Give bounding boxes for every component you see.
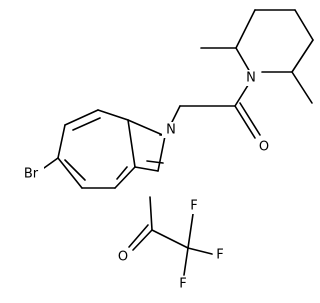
- bond-line: [128, 224, 149, 248]
- bond-line: [64, 109, 99, 126]
- bond-line: [43, 157, 59, 169]
- atom-label-bromine: Br: [24, 167, 39, 182]
- atom-label-amide-o: O: [259, 140, 269, 155]
- atom-label-piperidine-n: N: [246, 71, 256, 86]
- bond-line: [291, 71, 313, 104]
- bond-line: [157, 135, 166, 172]
- label-background: [162, 122, 180, 138]
- bond-line: [235, 9, 256, 49]
- bond-line: [187, 213, 194, 249]
- bond-line: [132, 229, 153, 251]
- bond-line: [234, 105, 256, 139]
- bond-line: [187, 247, 213, 255]
- bond-line: [151, 229, 189, 249]
- atom-label-indole-n: N: [166, 123, 176, 138]
- bond-lines: [43, 9, 314, 276]
- bond-line: [97, 109, 129, 121]
- bond-line: [64, 159, 86, 181]
- atom-labels: N O N Br O F F F: [18, 70, 272, 292]
- bond-line: [116, 166, 128, 180]
- bond-line: [72, 117, 101, 131]
- bond-line: [114, 166, 136, 189]
- bond-line: [134, 166, 159, 172]
- bond-line: [127, 119, 136, 168]
- atom-label-ketone-o: O: [118, 250, 128, 265]
- bond-line: [57, 124, 66, 159]
- label-background: [256, 139, 272, 155]
- label-background: [115, 249, 131, 265]
- bond-line: [146, 160, 164, 164]
- label-background: [18, 166, 44, 182]
- bond-line: [294, 9, 314, 41]
- label-background: [213, 247, 227, 263]
- atom-label-fluorine-bottom: F: [179, 277, 186, 292]
- atom-label-fluorine-top: F: [190, 199, 197, 214]
- bond-line: [291, 39, 314, 73]
- bond-line: [239, 102, 261, 136]
- label-background: [187, 198, 201, 214]
- label-background: [242, 70, 260, 86]
- atom-label-fluorine-right: F: [216, 248, 223, 263]
- bond-line: [127, 119, 166, 137]
- label-background: [176, 276, 190, 292]
- bond-line: [149, 196, 153, 231]
- bond-line: [183, 247, 189, 276]
- bond-line: [57, 157, 83, 189]
- bond-line: [171, 105, 181, 123]
- bond-line: [235, 47, 251, 73]
